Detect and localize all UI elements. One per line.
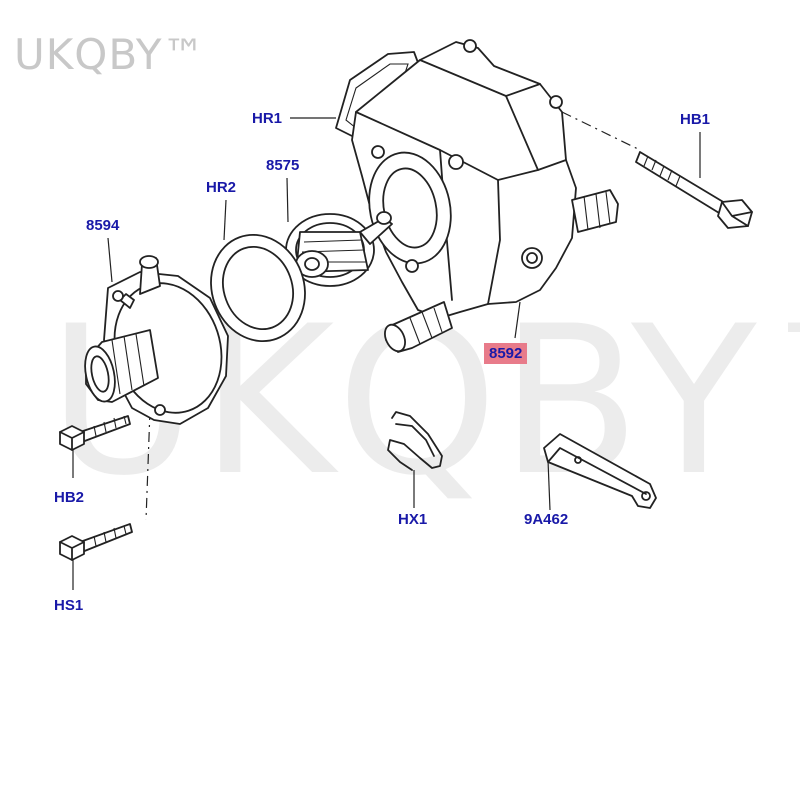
callout-hr2: HR2 <box>206 179 237 196</box>
bolt-hs1 <box>59 523 133 561</box>
housing-8592 <box>351 39 619 353</box>
callout-hb2: HB2 <box>54 489 85 506</box>
bolt-axis-hs1 <box>145 409 151 521</box>
callout-8594: 8594 <box>86 217 120 234</box>
callout-hs1: HS1 <box>54 597 84 614</box>
bolt-hb2 <box>59 415 131 451</box>
seal-ring-hr2 <box>210 233 306 343</box>
callout-9a462: 9A462 <box>524 511 569 528</box>
callout-8592-highlighted: 8592 <box>484 343 528 364</box>
callout-hr1: HR1 <box>252 110 283 127</box>
bracket-9a462 <box>543 433 657 509</box>
leader-lines <box>72 117 701 590</box>
callout-hb1: HB1 <box>680 111 711 128</box>
thermostat-8575 <box>285 211 393 287</box>
bolt-hb1 <box>635 151 753 229</box>
clip-hx1 <box>387 411 443 471</box>
callout-hx1: HX1 <box>398 511 428 528</box>
callout-8575: 8575 <box>266 157 300 174</box>
cover-8594 <box>84 255 229 425</box>
bolt-axis-hb1 <box>561 111 641 151</box>
watermark-small: UKQBY™ <box>14 30 206 79</box>
